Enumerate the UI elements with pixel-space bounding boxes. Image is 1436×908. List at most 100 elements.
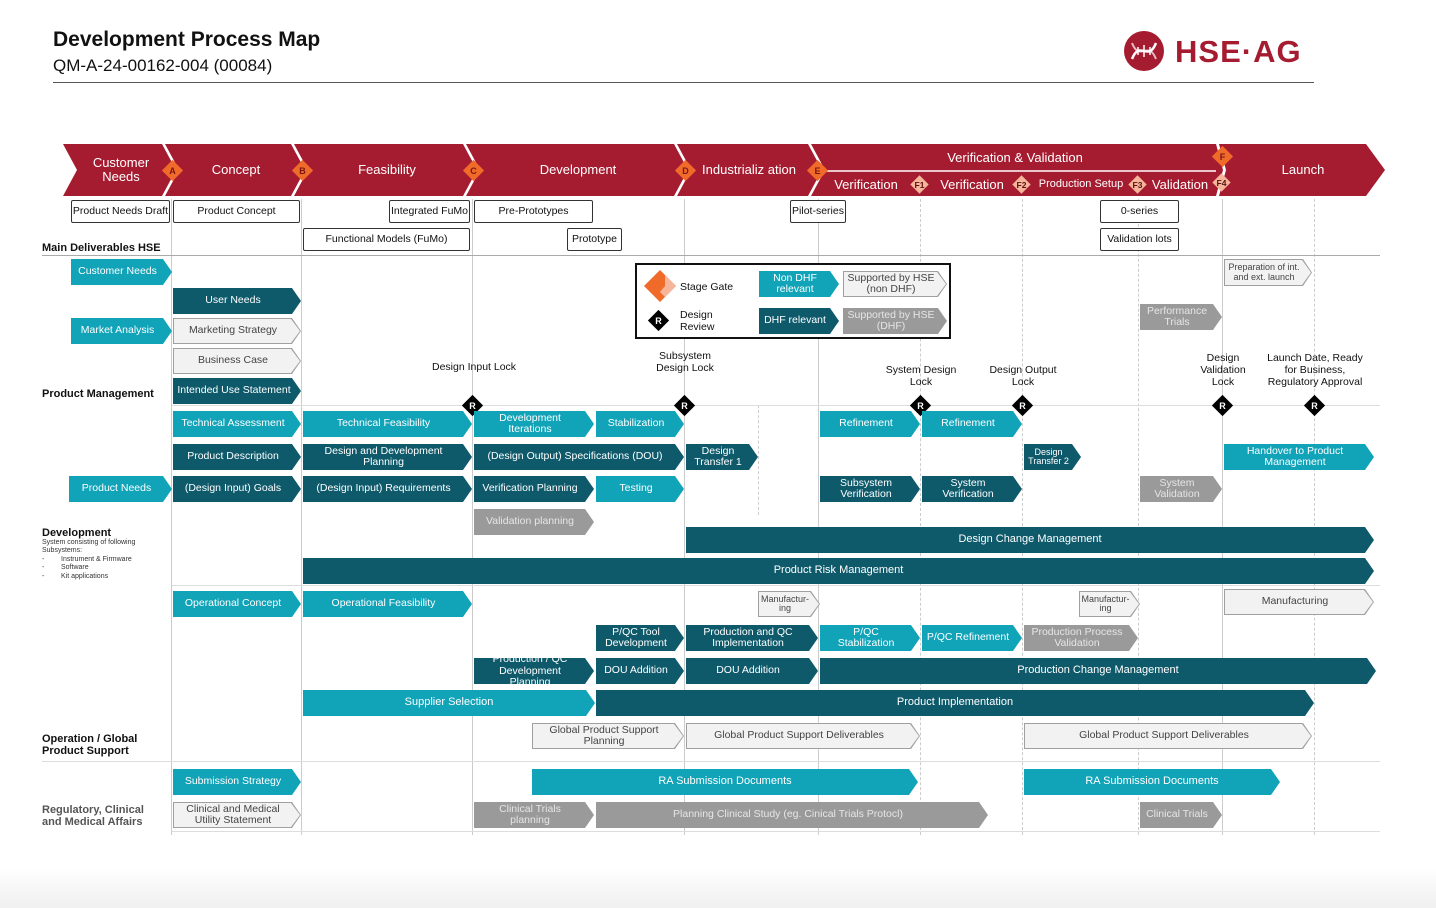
milestone-subsystem-design-lock: Subsystem Design Lock [656, 350, 714, 375]
activity-clinical-utility: Clinical and Medical Utility Statement [173, 802, 301, 828]
activity-manufacturing-1: Manufactur-ing [758, 591, 820, 617]
activity-manufacturing-2: Manufactur-ing [1079, 591, 1140, 617]
activity-customer-needs: Customer Needs [71, 259, 172, 285]
activity-supplier-selection: Supplier Selection [303, 690, 595, 716]
activity-planning-clinical-study: Planning Clinical Study (eg. Cinical Tri… [596, 802, 988, 828]
activity-market-analysis: Market Analysis [71, 318, 172, 344]
milestone-launch-date: Launch Date, Ready for Business, Regulat… [1267, 352, 1363, 389]
activity-gps-deliverables-2: Global Product Support Deliverables [1024, 723, 1312, 749]
activity-intended-use: Intended Use Statement [173, 378, 301, 404]
row-divider-pm [172, 405, 1380, 406]
stage-verification-validation: Verification & Validation [947, 150, 1083, 166]
stage-launch-shape [1219, 144, 1385, 196]
subsystem-software: Software [61, 564, 89, 572]
activity-stabilization: Stabilization [596, 411, 684, 437]
gate-line-b [301, 199, 302, 835]
gate-line-a [171, 199, 172, 835]
activity-product-description: Product Description [173, 444, 301, 470]
activity-pqc-refinement: P/QC Refinement [922, 625, 1022, 651]
gate-f-icon: F [1211, 145, 1234, 168]
company-logo: HSE·AG [1124, 31, 1324, 73]
legend-design-review-label: Design Review [680, 309, 715, 333]
activity-design-change-mgmt: Design Change Management [686, 527, 1374, 553]
gate-a-icon: A [161, 159, 184, 182]
stage-feasibility-shape [294, 144, 477, 196]
row-divider-dev [172, 585, 1380, 586]
review-diamond-icon: R [673, 394, 696, 417]
launch-line [1314, 199, 1315, 835]
logo-helix-icon [1124, 31, 1164, 71]
substage-validation: Validation [1151, 177, 1209, 193]
activity-development-iterations: Development Iterations [474, 411, 594, 437]
gate-f2-icon: F2 [1012, 175, 1031, 194]
gate-f1-icon: F1 [910, 175, 929, 194]
legend-design-review-icon: R [647, 309, 670, 332]
stage-industrialization-shape [677, 144, 822, 196]
activity-design-input-requirements: (Design Input) Requirements [303, 476, 472, 502]
activity-performance-trials: Performance Trials [1140, 304, 1222, 330]
activity-design-input-goals: (Design Input) Goals [173, 476, 301, 502]
deliverable-functional-models: Functional Models (FuMo) [303, 228, 470, 251]
activity-product-implementation: Product Implementation [596, 690, 1314, 716]
deliverable-pre-prototypes: Pre-Prototypes [474, 200, 593, 223]
activity-design-dev-planning: Design and Development Planning [303, 444, 472, 470]
gate-c-icon: C [462, 159, 485, 182]
gate-line-e [818, 199, 819, 835]
activity-clinical-trials-planning: Clinical Trials planning [474, 802, 594, 828]
legend-stage-gate-label: Stage Gate [680, 281, 734, 293]
gate-line-f [1222, 199, 1223, 835]
milestone-design-validation-lock: Design Validation Lock [1200, 352, 1246, 389]
activity-refinement-1: Refinement [820, 411, 920, 437]
logo-wordmark: HSE·AG [1175, 34, 1302, 69]
activity-product-risk-mgmt: Product Risk Management [303, 558, 1374, 584]
activity-ra-submission-1: RA Submission Documents [532, 769, 918, 795]
activity-manufacturing: Manufacturing [1224, 589, 1374, 615]
development-note: System consisting of following Subsystem… [42, 539, 136, 555]
activity-subsystem-verification: Subsystem Verification [820, 476, 920, 502]
activity-submission-strategy: Submission Strategy [173, 769, 301, 795]
row-label-product-management: Product Management [42, 388, 154, 400]
milestone-system-design-lock: System Design Lock [885, 364, 957, 389]
gate-f3-icon: F3 [1128, 175, 1147, 194]
subsystem-kit: Kit applications [61, 572, 109, 580]
activity-system-verification: System Verification [922, 476, 1022, 502]
activity-operational-concept: Operational Concept [173, 591, 301, 617]
row-divider-deliverables [42, 255, 1380, 256]
stage-industrialization: Industrializ ation [702, 162, 796, 178]
row-label-main-deliverables: Main Deliverables HSE [42, 242, 161, 254]
legend: Stage Gate R Design Review Non DHF relev… [635, 263, 951, 339]
gate-line-d [684, 199, 685, 835]
activity-preparation-launch: Preparation of int. and ext. launch [1224, 259, 1312, 286]
substage-verification-1: Verification [834, 177, 898, 193]
activity-design-transfer-2: Design Transfer 2 [1024, 444, 1081, 470]
document-number: QM-A-24-00162-004 (00084) [53, 56, 273, 75]
activity-refinement-2: Refinement [922, 411, 1022, 437]
dt1-line [758, 405, 759, 515]
activity-system-validation: System Validation [1140, 476, 1222, 502]
activity-design-transfer-1: Design Transfer 1 [686, 444, 758, 470]
stage-development: Development [539, 162, 617, 178]
gate-line-f2 [1022, 199, 1023, 835]
deliverable-0-series: 0-series [1100, 200, 1179, 223]
gate-e-icon: E [806, 159, 829, 182]
deliverable-integrated-fumo: Integrated FuMo [389, 200, 470, 223]
review-diamond-icon: R [1211, 394, 1234, 417]
review-diamond-icon: R [1303, 394, 1326, 417]
page-title: Development Process Map [53, 28, 321, 51]
activity-dou-addition-1: DOU Addition [596, 658, 684, 684]
activity-validation-planning: Validation planning [474, 509, 594, 535]
activity-ra-submission-2: RA Submission Documents [1024, 769, 1280, 795]
stage-launch: Launch [1281, 162, 1325, 178]
activity-gps-planning: Global Product Support Planning [532, 723, 684, 749]
gate-d-icon: D [674, 159, 697, 182]
activity-dou-addition-2: DOU Addition [686, 658, 818, 684]
subsystem-list: -Instrument & Firmware -Software -Kit ap… [42, 556, 132, 580]
deliverable-validation-lots: Validation lots [1100, 228, 1179, 251]
gate-line-f1 [920, 199, 921, 835]
footer-band [0, 868, 1436, 908]
gate-line-c [472, 199, 473, 835]
activity-production-change-mgmt: Production Change Management [820, 658, 1376, 684]
activity-pqc-tool-dev: P/QC Tool Development [596, 625, 684, 651]
row-label-operation: Operation / Global Product Support [42, 733, 138, 758]
